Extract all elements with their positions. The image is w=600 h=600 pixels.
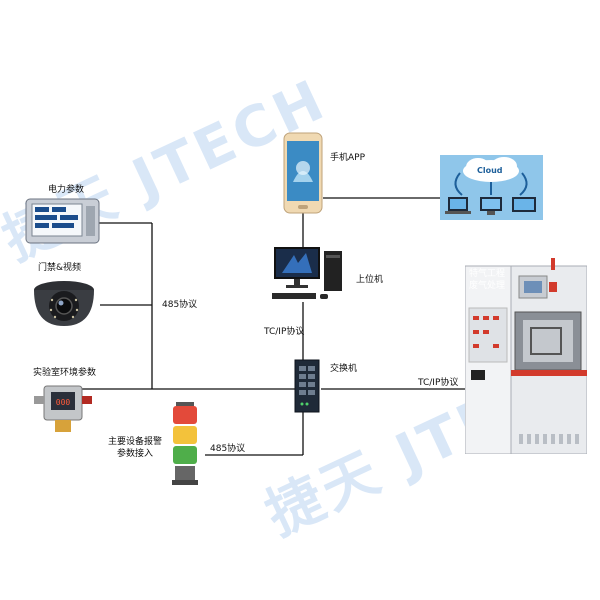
cabinet-icon bbox=[465, 258, 587, 454]
tcpip-pc-label: TC/IP协议 bbox=[264, 327, 305, 337]
cloud-network-icon bbox=[440, 155, 543, 220]
svg-text:000: 000 bbox=[56, 398, 71, 407]
power-meter-label: 电力参数 bbox=[48, 185, 85, 195]
rs485-alarm-label: 485协议 bbox=[210, 444, 246, 454]
host-pc-icon bbox=[272, 247, 342, 299]
camera-label: 门禁&视频 bbox=[38, 263, 82, 273]
power-meter-icon bbox=[25, 198, 100, 244]
alarm-light-icon bbox=[172, 402, 198, 485]
tcpip-cabinet-label: TC/IP协议 bbox=[418, 378, 459, 388]
phone-icon bbox=[283, 132, 323, 214]
switch-label: 交换机 bbox=[330, 364, 358, 374]
cloud-label: Cloud bbox=[477, 166, 503, 175]
alarm-light-label: 主要设备报警 参数接入 bbox=[108, 437, 163, 459]
env-sensor-icon: 000 bbox=[34, 385, 92, 432]
rs485-left-label: 485协议 bbox=[162, 300, 198, 310]
camera-icon bbox=[34, 281, 94, 326]
host-pc-label: 上位机 bbox=[356, 275, 384, 285]
env-sensor-label: 实验室环境参数 bbox=[33, 368, 97, 378]
switch-icon bbox=[294, 359, 320, 413]
cabinet-label: 特气工程 废气处理 bbox=[469, 269, 506, 291]
phone-label: 手机APP bbox=[330, 153, 366, 163]
